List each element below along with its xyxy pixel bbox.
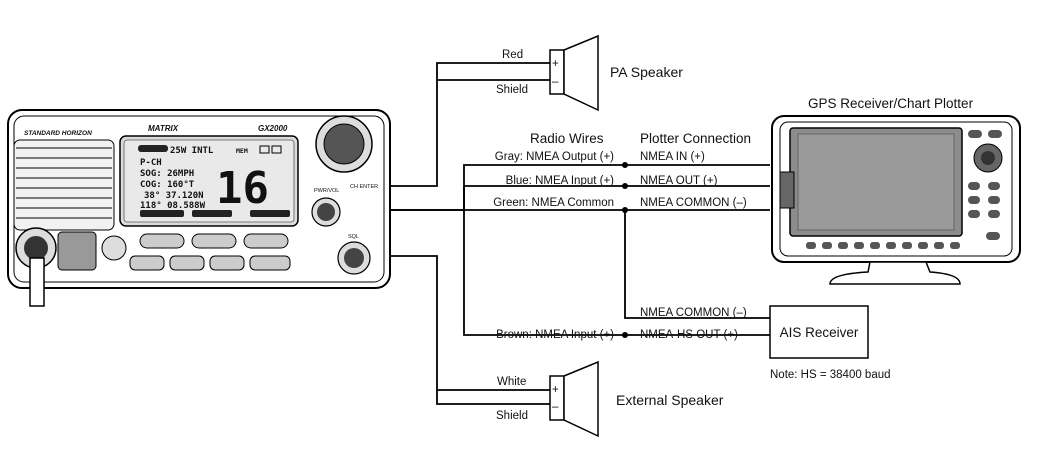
- green-wire-label: Green: NMEA Common: [493, 197, 614, 209]
- gps-chart-plotter: [771, 115, 1021, 285]
- lcd-lon: 118° 08.588W: [140, 201, 206, 211]
- radio-soft-keys: [129, 233, 291, 271]
- ais-title: AIS Receiver: [780, 325, 859, 340]
- plotter-bottom-keys: [806, 242, 960, 249]
- key-3[interactable]: [209, 255, 245, 271]
- ext-speaker-title: External Speaker: [616, 392, 724, 408]
- key-1[interactable]: [129, 255, 165, 271]
- channel-knob[interactable]: [315, 115, 373, 173]
- volume-knob[interactable]: [311, 197, 341, 227]
- ext-minus-sign: –: [552, 401, 559, 413]
- pwr-vol-label: PWR/VOL: [314, 188, 339, 194]
- pa-speaker-title: PA Speaker: [610, 64, 683, 80]
- brown-wire-label: Brown: NMEA Input (+): [496, 329, 614, 341]
- nmea-out-label: NMEA OUT (+): [640, 175, 718, 187]
- sql-label: SQL: [348, 234, 359, 240]
- radio-series: MATRIX: [148, 124, 179, 133]
- nmea-common-label: NMEA COMMON (–): [640, 197, 747, 209]
- plotter-keypad: [968, 130, 1003, 240]
- ais-nmea-common-label: NMEA COMMON (–): [640, 307, 747, 319]
- vhf-radio: STANDARD HORIZON MATRIX GX2000 25W INTL …: [7, 109, 391, 307]
- ext-wire-white: White: [497, 376, 526, 388]
- plotter-stand: [829, 261, 961, 285]
- radio-speaker-grille: [13, 139, 115, 231]
- mic-connector: [15, 227, 57, 307]
- ch-enter-label: CH ENTER: [350, 184, 378, 190]
- lcd-mem: MEM: [236, 147, 248, 155]
- wiring: [390, 62, 770, 405]
- lcd-lat: 38° 37.120N: [144, 191, 204, 201]
- external-speaker: + –: [549, 360, 599, 438]
- soft-key-2[interactable]: [191, 233, 237, 249]
- ext-plus-sign: +: [552, 384, 559, 396]
- nmea-hs-out-label: NMEA-HS OUT (+): [640, 329, 738, 341]
- radio-brand: STANDARD HORIZON: [24, 130, 92, 137]
- soft-key-3[interactable]: [243, 233, 289, 249]
- ais-note: Note: HS = 38400 baud: [770, 369, 891, 381]
- radio-lcd: 25W INTL MEM P-CH SOG: 26MPH COG: 160°T …: [119, 135, 299, 227]
- lcd-pch: P-CH: [140, 158, 162, 168]
- key-4[interactable]: [249, 255, 291, 271]
- blue-wire-label: Blue: NMEA Input (+): [506, 175, 615, 187]
- key-2[interactable]: [169, 255, 205, 271]
- plotter-connection-header: Plotter Connection: [640, 131, 751, 146]
- lcd-power: 25W INTL: [170, 146, 214, 156]
- pa-plus-sign: +: [552, 58, 559, 70]
- soft-key-1[interactable]: [139, 233, 185, 249]
- pa-wire-shield: Shield: [496, 84, 528, 96]
- gps-title: GPS Receiver/Chart Plotter: [808, 96, 974, 111]
- gray-wire-label: Gray: NMEA Output (+): [495, 151, 614, 163]
- pa-wire-red: Red: [502, 49, 523, 61]
- pa-minus-sign: –: [552, 76, 559, 88]
- nmea-in-label: NMEA IN (+): [640, 151, 705, 163]
- distress-button[interactable]: [57, 231, 97, 271]
- lcd-cog: COG: 160°T: [140, 180, 195, 190]
- squelch-knob[interactable]: [337, 241, 371, 275]
- ptt-button[interactable]: [101, 235, 127, 261]
- pa-speaker: + –: [549, 34, 599, 112]
- lcd-sog: SOG: 26MPH: [140, 169, 194, 179]
- lcd-channel: 16: [216, 163, 269, 214]
- radio-model: GX2000: [258, 124, 288, 133]
- ext-wire-shield: Shield: [496, 410, 528, 422]
- radio-wires-header: Radio Wires: [530, 131, 604, 146]
- ais-receiver: AIS Receiver: [769, 305, 869, 359]
